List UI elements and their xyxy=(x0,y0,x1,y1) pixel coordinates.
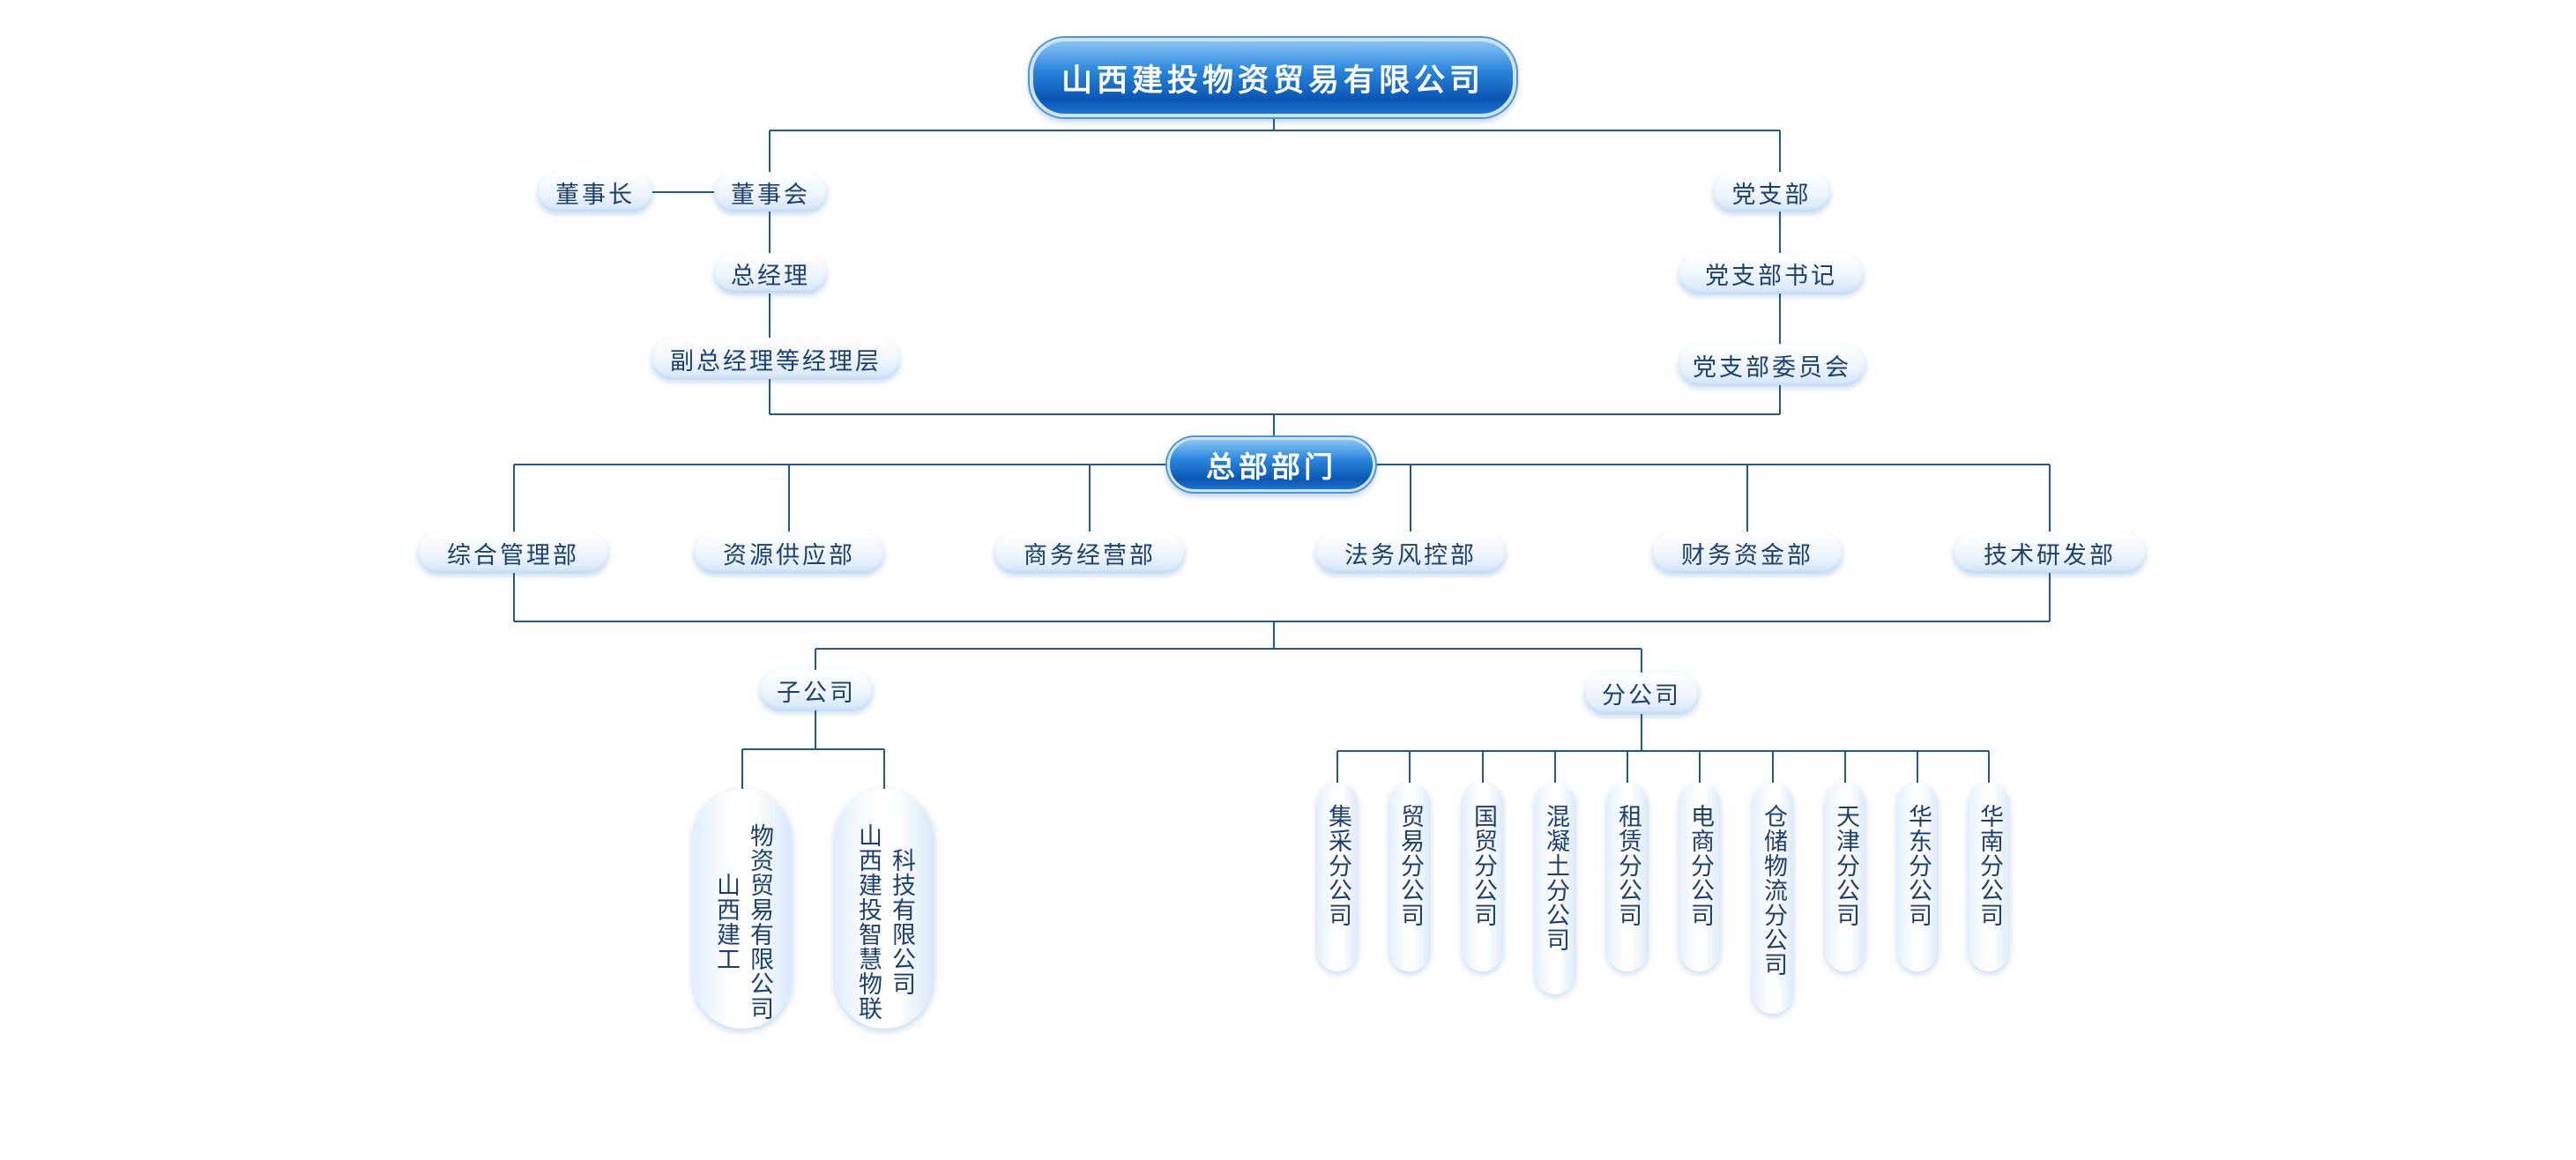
branch-node: 租赁分公司 xyxy=(1607,783,1648,971)
branch-label: 贸易分公司 xyxy=(1396,804,1424,927)
branch-node: 电商分公司 xyxy=(1679,783,1720,971)
branch-node: 集采分公司 xyxy=(1317,783,1358,971)
dept-node: 商务经营部 xyxy=(994,532,1185,573)
branch-node: 贸易分公司 xyxy=(1389,783,1430,971)
party-secretary-node: 党支部书记 xyxy=(1679,254,1864,294)
party-branch-node: 党支部 xyxy=(1713,173,1830,212)
dept-node: 技术研发部 xyxy=(1954,532,2146,573)
dept-node: 法务风控部 xyxy=(1315,532,1506,573)
branch-label: 集采分公司 xyxy=(1324,804,1351,927)
branch-node: 华东分公司 xyxy=(1897,783,1938,971)
branch-node: 仓储物流分公司 xyxy=(1753,783,1793,1014)
branch-label: 华东分公司 xyxy=(1904,804,1932,927)
branch-label: 仓储物流分公司 xyxy=(1760,804,1787,977)
dept-node: 财务资金部 xyxy=(1652,532,1843,573)
branch-label: 国贸分公司 xyxy=(1470,804,1497,927)
branch-node: 天津分公司 xyxy=(1825,783,1865,971)
hq-departments-node: 总部部门 xyxy=(1167,437,1375,492)
dept-node: 资源供应部 xyxy=(694,532,884,573)
company-node: 山西建投物资贸易有限公司 xyxy=(1030,38,1516,117)
branch-node: 混凝土分公司 xyxy=(1535,783,1575,994)
branch-label: 天津分公司 xyxy=(1832,804,1859,927)
chairman-node: 董事长 xyxy=(538,173,652,212)
deputy-managers-node: 副总经理等经理层 xyxy=(651,338,900,379)
subsidiary-node: 科技有限公司 山西建投智慧物联 xyxy=(835,789,934,1029)
branch-label: 电商分公司 xyxy=(1686,804,1714,927)
general-manager-node: 总经理 xyxy=(714,254,827,293)
dept-node: 综合管理部 xyxy=(418,532,608,573)
branches-node: 分公司 xyxy=(1584,673,1699,714)
branch-label: 华南分公司 xyxy=(1976,804,2003,927)
branch-node: 国贸分公司 xyxy=(1463,783,1503,971)
subsidiary-label: 科技有限公司 山西建投智慧物联 xyxy=(854,823,915,1021)
party-committee-node: 党支部委员会 xyxy=(1679,345,1865,385)
branch-label: 租赁分公司 xyxy=(1614,804,1642,927)
subsidiary-node: 物资贸易有限公司 山西建工 xyxy=(693,789,792,1029)
subsidiaries-node: 子公司 xyxy=(760,670,873,710)
subsidiary-label: 物资贸易有限公司 山西建工 xyxy=(712,823,773,1021)
board-node: 董事会 xyxy=(714,173,827,212)
branch-label: 混凝土分公司 xyxy=(1542,804,1569,952)
branch-node: 华南分公司 xyxy=(1969,783,2009,971)
